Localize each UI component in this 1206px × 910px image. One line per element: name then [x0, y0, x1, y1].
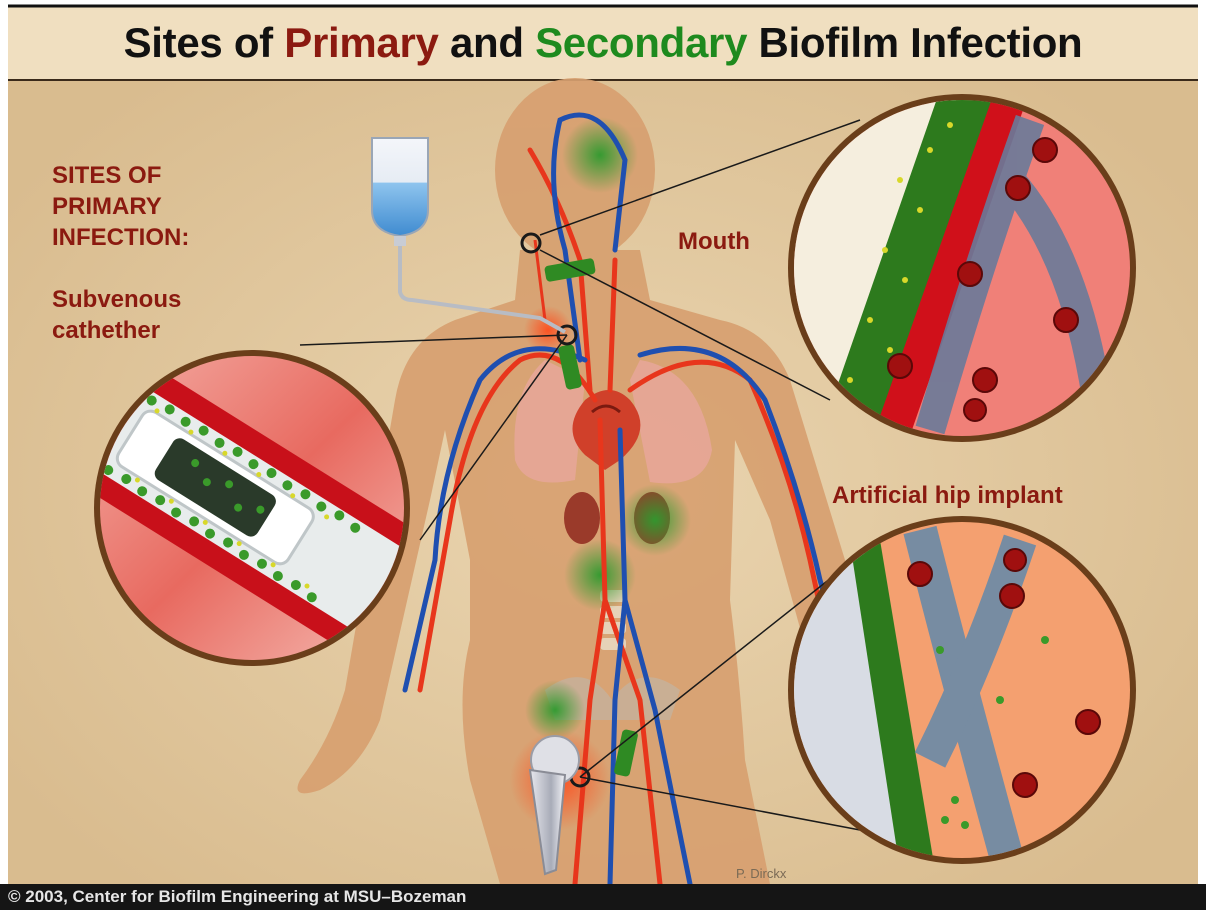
title-part-1: Sites of [124, 19, 285, 67]
catheter-label-line-1: Subvenous [52, 284, 181, 315]
page-title: Sites of Primary and Secondary Biofilm I… [8, 6, 1198, 80]
mouth-label: Mouth [678, 226, 750, 257]
title-part-3: Biofilm Infection [747, 19, 1082, 67]
copyright-text: © 2003, Center for Biofilm Engineering a… [8, 884, 466, 910]
title-part-2: and [439, 19, 536, 67]
catheter-label: Subvenous cathether [52, 284, 181, 346]
primary-infection-heading: SITES OF PRIMARY INFECTION: [52, 160, 189, 253]
hip-implant-label: Artificial hip implant [832, 480, 1063, 511]
copyright-footer: © 2003, Center for Biofilm Engineering a… [0, 884, 1206, 910]
primary-heading-line-1: SITES OF [52, 160, 189, 191]
catheter-label-line-2: cathether [52, 315, 181, 346]
artist-credit: P. Dirckx [736, 866, 786, 881]
title-primary: Primary [284, 19, 438, 67]
primary-heading-line-2: PRIMARY [52, 191, 189, 222]
title-secondary: Secondary [535, 19, 747, 67]
primary-heading-line-3: INFECTION: [52, 222, 189, 253]
